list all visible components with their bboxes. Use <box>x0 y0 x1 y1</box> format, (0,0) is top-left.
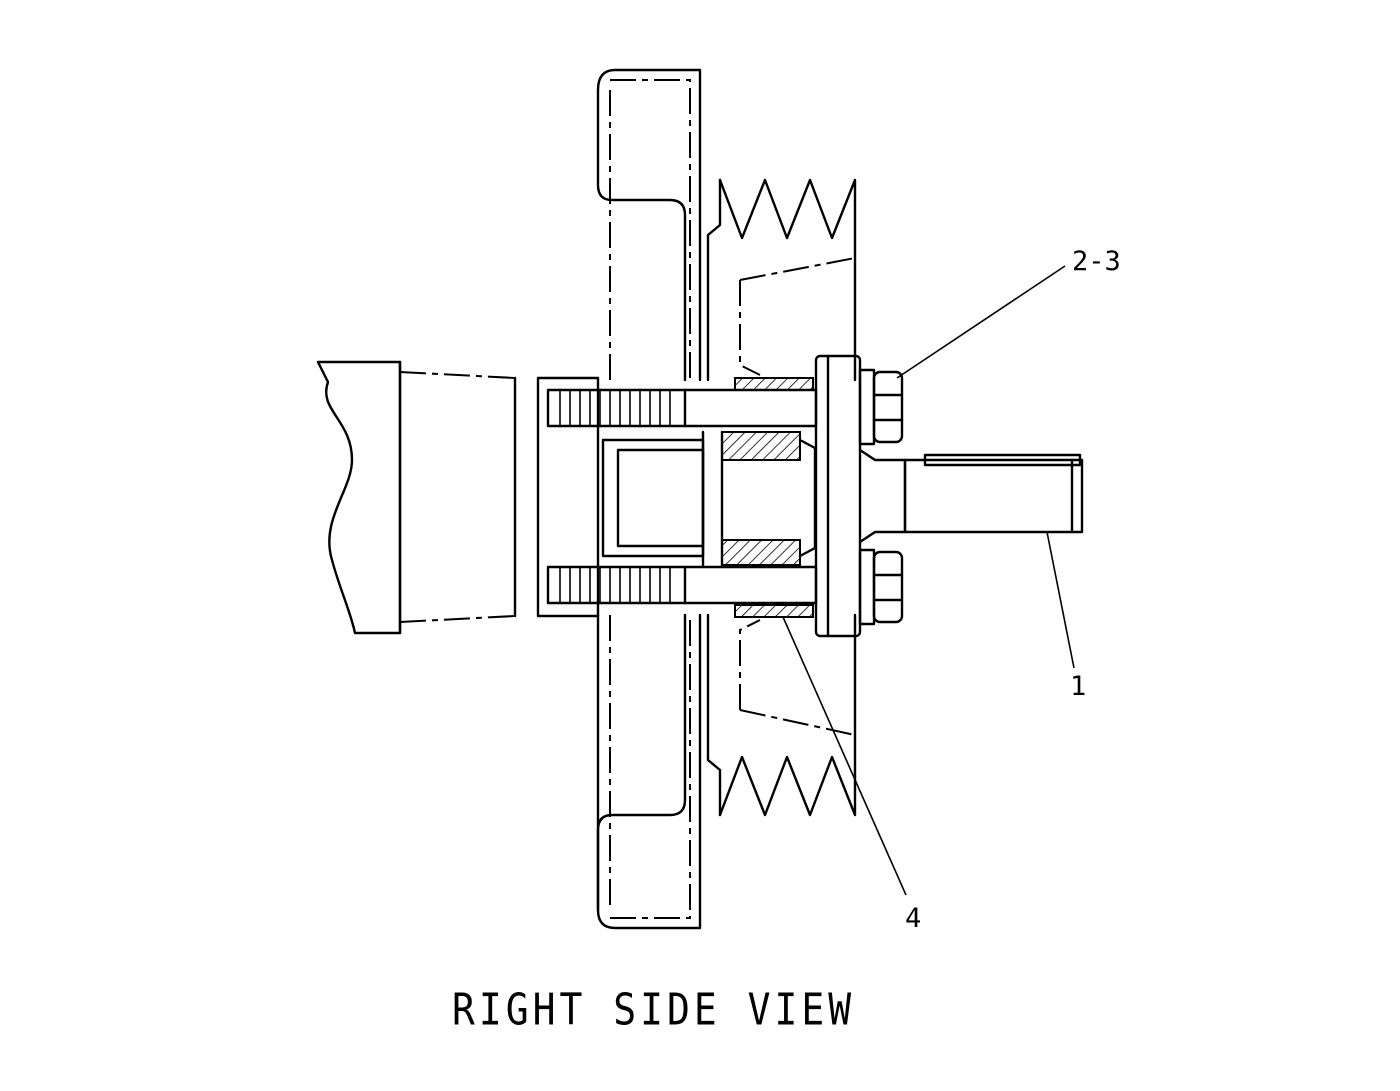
crankshaft-housing <box>316 360 600 635</box>
callout-4: 4 <box>905 903 921 934</box>
adapter-plate <box>814 354 862 638</box>
lower-bolt <box>546 565 818 605</box>
view-title: RIGHT SIDE VIEW <box>452 984 856 1035</box>
upper-bolt <box>546 388 818 428</box>
callout-1: 1 <box>1070 671 1086 702</box>
upper-nut <box>858 368 904 446</box>
callout-2-3: 2-3 <box>1072 246 1121 277</box>
leader-lines <box>782 265 1075 896</box>
hub <box>601 430 817 567</box>
damper-outline <box>596 68 702 930</box>
output-shaft <box>858 448 1084 544</box>
spacer-hatched <box>721 377 814 618</box>
lower-nut <box>858 548 904 626</box>
v-belt-pulley <box>706 178 857 817</box>
